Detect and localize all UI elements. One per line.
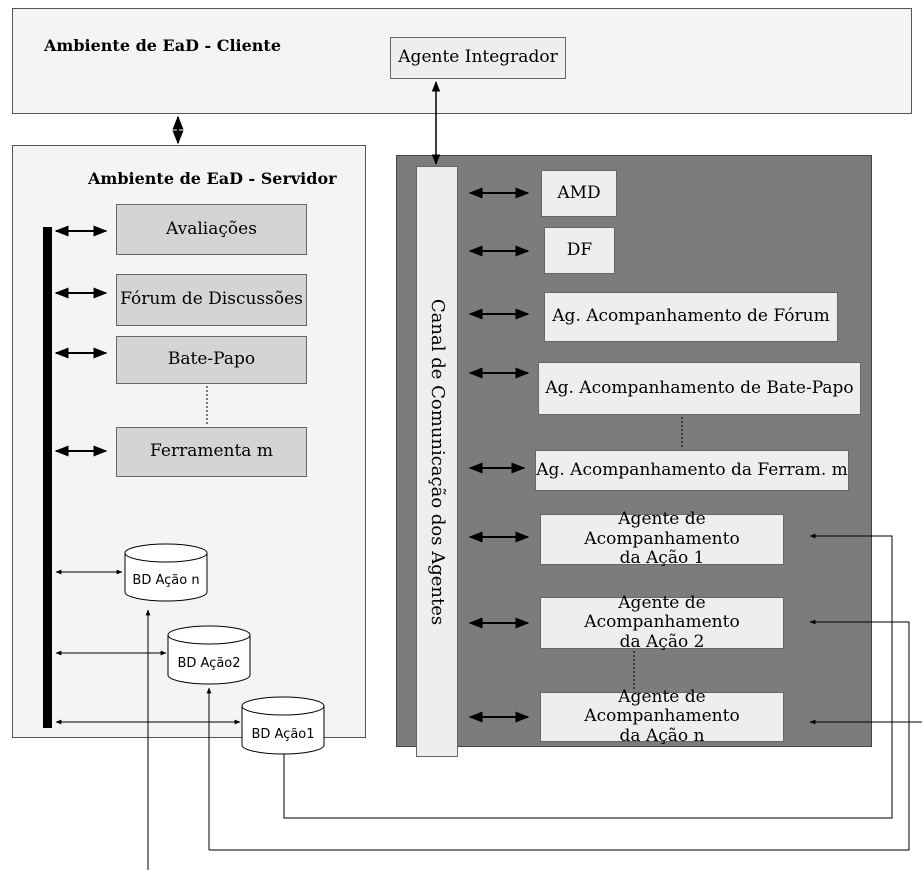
- agent-action-2: Agente de Acompanhamento da Ação 2: [540, 592, 784, 651]
- db-action-1: [241, 696, 325, 755]
- agent-action-1-line1: Agente de Acompanhamento: [584, 509, 740, 549]
- agent-df: DF: [544, 227, 615, 274]
- agent-action-2-line2: da Ação 2: [619, 631, 705, 652]
- agent-action-1: Agente de Acompanhamento da Ação 1: [540, 509, 784, 568]
- agent-forum-monitor: Ag. Acompanhamento de Fórum: [544, 292, 838, 342]
- agent-action-n-line1: Agente de Acompanhamento: [584, 686, 740, 727]
- agent-action-n: Agente de Acompanhamento da Ação n: [540, 687, 784, 745]
- db-action-2-label: BD Ação2: [177, 656, 240, 671]
- agent-action-2-line1: Agente de Acompanhamento: [584, 592, 740, 633]
- agent-amd: AMD: [541, 170, 617, 217]
- tool-bate-papo: Bate-Papo: [116, 336, 307, 384]
- loop-action-2: [209, 619, 910, 851]
- agent-chat-monitor: Ag. Acompanhamento de Bate-Papo: [538, 362, 861, 415]
- client-title: Ambiente de EaD - Cliente: [44, 36, 281, 55]
- agent-channel: [416, 166, 458, 757]
- db-action-n-label: BD Ação n: [132, 573, 199, 588]
- server-title: Ambiente de EaD - Servidor: [88, 169, 337, 188]
- db-action-n: [124, 543, 208, 602]
- agent-action-1-line2: da Ação 1: [619, 548, 705, 569]
- loop-action-1: [283, 533, 893, 819]
- db-action-2: [167, 625, 251, 685]
- tool-forum: Fórum de Discussões: [116, 274, 307, 326]
- agent-tool-monitor: Ag. Acompanhamento da Ferram. m: [535, 450, 849, 491]
- tool-avaliacoes: Avaliações: [116, 204, 307, 255]
- tool-ferramenta-m: Ferramenta m: [116, 427, 307, 477]
- db-action-1-label: BD Ação1: [251, 727, 314, 742]
- server-bus: [43, 227, 52, 728]
- agent-action-n-line2: da Ação n: [619, 725, 705, 746]
- integrator-agent: Agente Integrador: [390, 37, 566, 79]
